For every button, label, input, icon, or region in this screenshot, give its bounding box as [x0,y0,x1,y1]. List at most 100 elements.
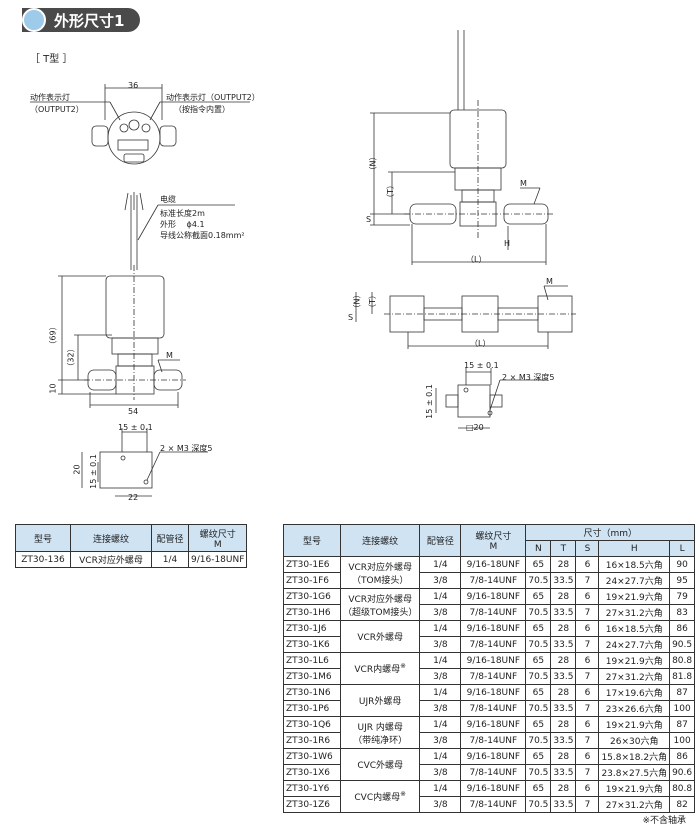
cell: 6 [575,684,600,701]
cell: 3/8 [419,668,462,685]
cell: 6 [575,620,600,637]
cell: 7 [575,764,600,781]
cell: 7 [575,636,600,653]
cell: 3/8 [419,796,462,813]
dim-10: 10 [48,383,58,394]
cell: 33.5 [550,668,577,685]
cell: 82 [669,796,696,813]
cell: 9/16-18UNF [460,588,527,605]
connection-sublabel: （TOM接头） [352,575,409,586]
cell: 33.5 [550,732,577,749]
cell: 9/16-18UNF [187,551,248,568]
dim-t: （T） [385,181,395,202]
cell: 19×21.9六角 [598,716,671,733]
cell: 28 [550,588,577,605]
cell: 27×31.2六角 [598,668,671,685]
cell: 28 [550,780,577,797]
cell: 28 [550,748,577,765]
dim-69: （69） [48,322,58,349]
cell: 70.5 [525,572,552,589]
cell: 33.5 [550,572,577,589]
cell: 3/8 [419,700,462,717]
connection-label: VCR内螺母 [354,665,401,675]
cell-connection: CVC外螺母 [339,748,421,781]
cell: 7/8-14UNF [460,572,527,589]
cell: 28 [550,556,577,573]
cell: 80.8 [669,652,696,669]
dim-l: （L） [466,255,487,264]
bottom-dim-22: 22 [128,493,139,502]
cell-model: ZT30-1J6 [283,620,341,637]
cell: 19×21.9六角 [598,588,671,605]
cell: 9/16-18UNF [460,684,527,701]
cell: 7/8-14UNF [460,604,527,621]
cell: 65 [525,716,552,733]
cell: 80.8 [669,780,696,797]
cell: 70.5 [525,636,552,653]
th-h: H [598,540,671,557]
cell-model: ZT30-1M6 [283,668,341,685]
cell: 9/16-18UNF [460,780,527,797]
cell: 100 [669,732,696,749]
section-title-bullet [22,8,46,32]
type-label: ［ T型 ］ [30,54,73,65]
cell: 1/4 [419,748,462,765]
cell: 87 [669,684,696,701]
cell: 90.6 [669,764,696,781]
cell: 65 [525,652,552,669]
cell: 27×31.2六角 [598,796,671,813]
cell: 1/4 [419,684,462,701]
cell: 33.5 [550,636,577,653]
mid-label-m: M [546,277,553,286]
right-bottom-20: □20 [466,423,484,432]
cell: 24×27.7六角 [598,572,671,589]
cell: 6 [575,716,600,733]
cell: 1/4 [419,780,462,797]
cell: 83 [669,604,696,621]
cell: ZT30-136 [15,551,71,568]
cell-connection: VCR对应外螺母（TOM接头） [339,556,421,589]
cell: 6 [575,652,600,669]
cell-connection: VCR对应外螺母（超级TOM接头） [339,588,421,621]
small-th-conn: 连接螺纹 [70,524,152,552]
cell-connection: UJR 内螺母（带纯净环） [339,716,421,749]
cell: 6 [575,588,600,605]
th-t: T [550,540,577,557]
led-left-label: 动作表示灯 [30,93,70,102]
section-title: 外形尺寸1 [54,12,125,30]
cell: 65 [525,684,552,701]
cell-connection: UJR外螺母 [339,684,421,717]
cell: 100 [669,700,696,717]
cell: 70.5 [525,732,552,749]
cell: 7/8-14UNF [460,796,527,813]
connection-label: CVC外螺母 [357,761,404,771]
note-mark: ※ [400,790,406,798]
small-th-thread-label: 螺纹尺寸 [199,529,236,540]
cell-connection: VCR内螺母※ [339,652,421,685]
cell-model: ZT30-1E6 [283,556,341,573]
cell: 87 [669,716,696,733]
left-technical-drawing [30,30,576,497]
bottom-m3-label: 2 × M3 深度5 [160,444,213,453]
cable-section: 导线公称截面0.18mm² [160,231,245,240]
led-right-note: （按指令内置） [174,105,230,114]
cell: 70.5 [525,796,552,813]
bottom-dim-15-v: 15 ± 0.1 [88,454,98,489]
dim-s: S [366,215,372,224]
cell: 65 [525,748,552,765]
th-dims: 尺寸（mm） [525,524,696,541]
cell: 9/16-18UNF [460,716,527,733]
mid-dim-t: （T） [367,291,377,312]
cell: 70.5 [525,668,552,685]
th-pipe: 配管径 [419,524,462,557]
